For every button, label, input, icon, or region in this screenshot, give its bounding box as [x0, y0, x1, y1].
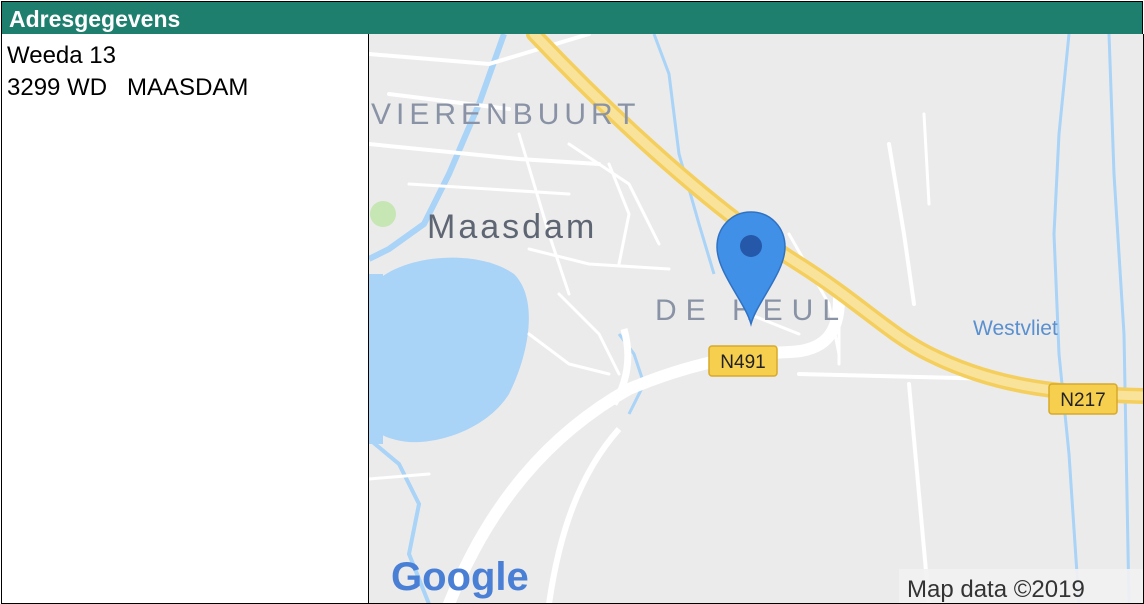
address-cell: Weeda 13 3299 WD MAASDAM [1, 34, 369, 604]
map-label-westvliet: Westvliet [973, 317, 1058, 340]
map-arterial-road [443, 293, 845, 603]
map-attribution: Map data ©2019 [907, 576, 1085, 603]
road-shield-n491: N491 [708, 345, 778, 377]
map-canal-west [369, 34, 507, 262]
attribution-bg [899, 569, 1143, 603]
map-highway-inner [529, 34, 1143, 401]
section-title: Adresgegevens [9, 6, 181, 32]
map-label-vierenbuurt: VIERENBUURT [371, 98, 640, 131]
map-canvas[interactable]: VIERENBUURT Maasdam DE HEUL Westvliet N4… [369, 34, 1144, 604]
map-ditch-2 [1052, 34, 1081, 603]
map-view[interactable]: VIERENBUURT Maasdam DE HEUL Westvliet N4… [368, 34, 1144, 604]
map-label-town: Maasdam [427, 208, 597, 246]
map-ditch-3 [1107, 34, 1131, 603]
map-lake-edge [369, 274, 383, 444]
section-header: Adresgegevens [1, 1, 1143, 35]
map-side-road [610, 328, 632, 406]
google-logo: Google [391, 555, 529, 599]
map-canal-south [369, 437, 431, 603]
map-side-road-2 [546, 427, 622, 603]
location-pin-icon[interactable] [716, 211, 786, 327]
address-postal-city: 3299 WD MAASDAM [7, 74, 249, 101]
road-shield-n491-label: N491 [720, 352, 765, 373]
map-ditch-1 [652, 34, 716, 275]
map-lake [374, 257, 529, 443]
road-shield-n217: N217 [1048, 383, 1118, 415]
road-shield-n217-label: N217 [1060, 390, 1105, 411]
map-park [370, 201, 396, 227]
address-street: Weeda 13 [7, 42, 116, 69]
address-block: Weeda 13 3299 WD MAASDAM [7, 40, 248, 104]
